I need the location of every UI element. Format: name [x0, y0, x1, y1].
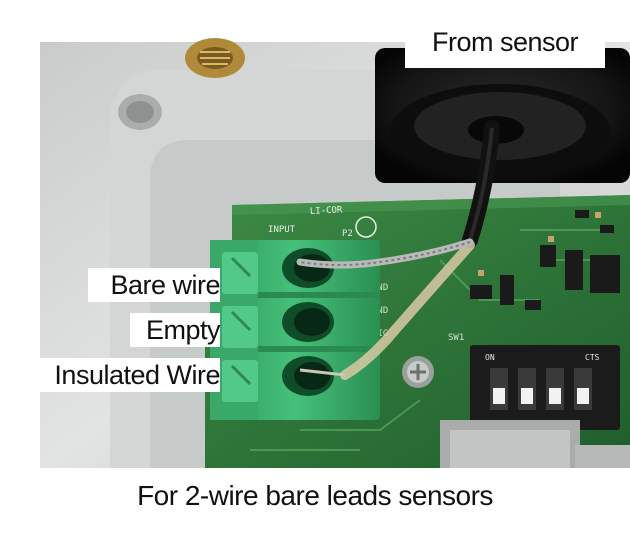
bare-wire-label: Bare wire: [88, 268, 221, 302]
svg-text:CTS: CTS: [585, 353, 600, 362]
insulated-wire: [340, 240, 475, 380]
empty-label: Empty: [130, 313, 221, 347]
smd-components: [470, 210, 620, 310]
pcb-input: INPUT: [268, 225, 296, 235]
insulated-wire-label: Insulated Wire: [18, 358, 221, 392]
svg-text:GND: GND: [372, 283, 388, 293]
svg-text:ON: ON: [485, 353, 495, 362]
from-sensor-label: From sensor: [405, 20, 605, 68]
svg-text:GND: GND: [372, 306, 388, 316]
figure-caption: For 2-wire bare leads sensors: [137, 480, 493, 511]
pcb-p2: P2: [342, 229, 353, 239]
svg-text:SIG: SIG: [372, 329, 388, 339]
svg-text:SW1: SW1: [448, 333, 464, 343]
pcb-brand: LI-COR: [310, 205, 344, 217]
